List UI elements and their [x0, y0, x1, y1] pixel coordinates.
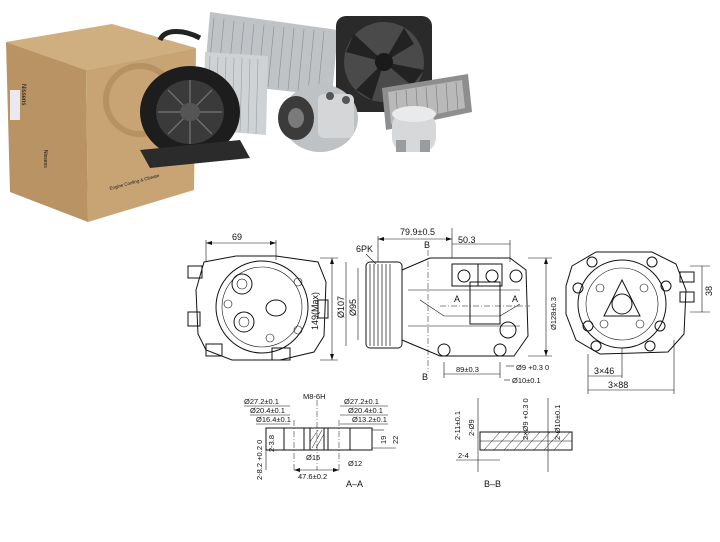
receiver-drier-part [392, 106, 436, 152]
side-offset-dim: 50.3 [458, 235, 476, 245]
aa-d8: Ø12 [348, 459, 362, 468]
aa-h1: 19 [379, 436, 388, 444]
aa-d5: Ø20.4±0.1 [348, 406, 383, 415]
aa-depth2: 2-8.2 +0.2 0 [255, 440, 264, 480]
section-bb-title: B–B [484, 479, 501, 489]
side-length-dim: 79.9±0.5 [400, 227, 435, 237]
mount-diameter-dim: Ø10±0.1 [512, 376, 541, 385]
front-view-drawing: 69 149(Max) [187, 232, 338, 361]
box-brand-label-2: Nissens [42, 150, 48, 168]
aa-span: 47.6±0.2 [298, 472, 327, 481]
bb-l1: 2-11±0.1 [453, 411, 462, 440]
aa-d7: Ø15 [306, 453, 320, 462]
side-view-drawing: 79.9±0.5 50.3 B B 6PK Ø107 Ø95 [336, 227, 558, 385]
front-height-dim: 149(Max) [310, 292, 320, 330]
section-b-mark-bottom: B [422, 372, 428, 382]
section-a-mark-left: A [454, 294, 460, 304]
hub-diameter-dim: Ø95 [348, 299, 358, 316]
rear-view-drawing: 38 3×46 3×88 [565, 251, 714, 394]
blower-motor-part [140, 66, 250, 168]
aa-depth1: 2-3.8 [267, 435, 276, 452]
body-diameter-dim: Ø128±0.3 [549, 297, 558, 330]
section-aa-title: A–A [346, 479, 363, 489]
box-brand-label: Nissens [20, 84, 26, 105]
aa-d3: Ø16.4±0.1 [256, 415, 291, 424]
aa-d6: Ø13.2±0.1 [352, 415, 387, 424]
bb-l2: 2-Ø9 [467, 419, 476, 436]
product-photo-collage: Nissens Nissens Engine Cooling & Climate [6, 12, 472, 222]
aa-d4: Ø27.2±0.1 [344, 397, 379, 406]
bore-dim: Ø9 +0.3 0 [516, 363, 549, 372]
section-a-mark-right: A [512, 294, 518, 304]
rear-holes-dim-2: 3×88 [608, 380, 628, 390]
ac-compressor-photo [278, 84, 358, 152]
bb-l5: 2-4 [458, 451, 469, 460]
belt-label: 6PK [356, 244, 373, 254]
rear-height-dim: 38 [704, 286, 714, 296]
rear-holes-dim-1: 3×46 [594, 366, 614, 376]
section-aa-drawing: Ø27.2±0.1 Ø20.4±0.1 Ø16.4±0.1 M8-6H Ø27.… [244, 392, 400, 489]
bb-l4: 2-Ø10±0.1 [553, 405, 562, 440]
mount-spacing-dim: 89±0.3 [456, 365, 479, 374]
front-width-dim: 69 [232, 232, 242, 242]
section-bb-drawing: 2-11±0.1 2-Ø9 2×Ø9 +0.3 0 2-Ø10±0.1 2-4 … [453, 398, 573, 489]
aa-h2: 22 [391, 436, 400, 444]
aa-d1: Ø27.2±0.1 [244, 397, 279, 406]
aa-d2: Ø20.4±0.1 [250, 406, 285, 415]
aa-thread: M8-6H [303, 392, 326, 401]
pulley-diameter-dim: Ø107 [336, 296, 346, 318]
section-b-mark-top: B [424, 240, 430, 250]
box-barcode-label [10, 90, 20, 120]
bb-l3: 2×Ø9 +0.3 0 [521, 398, 530, 440]
